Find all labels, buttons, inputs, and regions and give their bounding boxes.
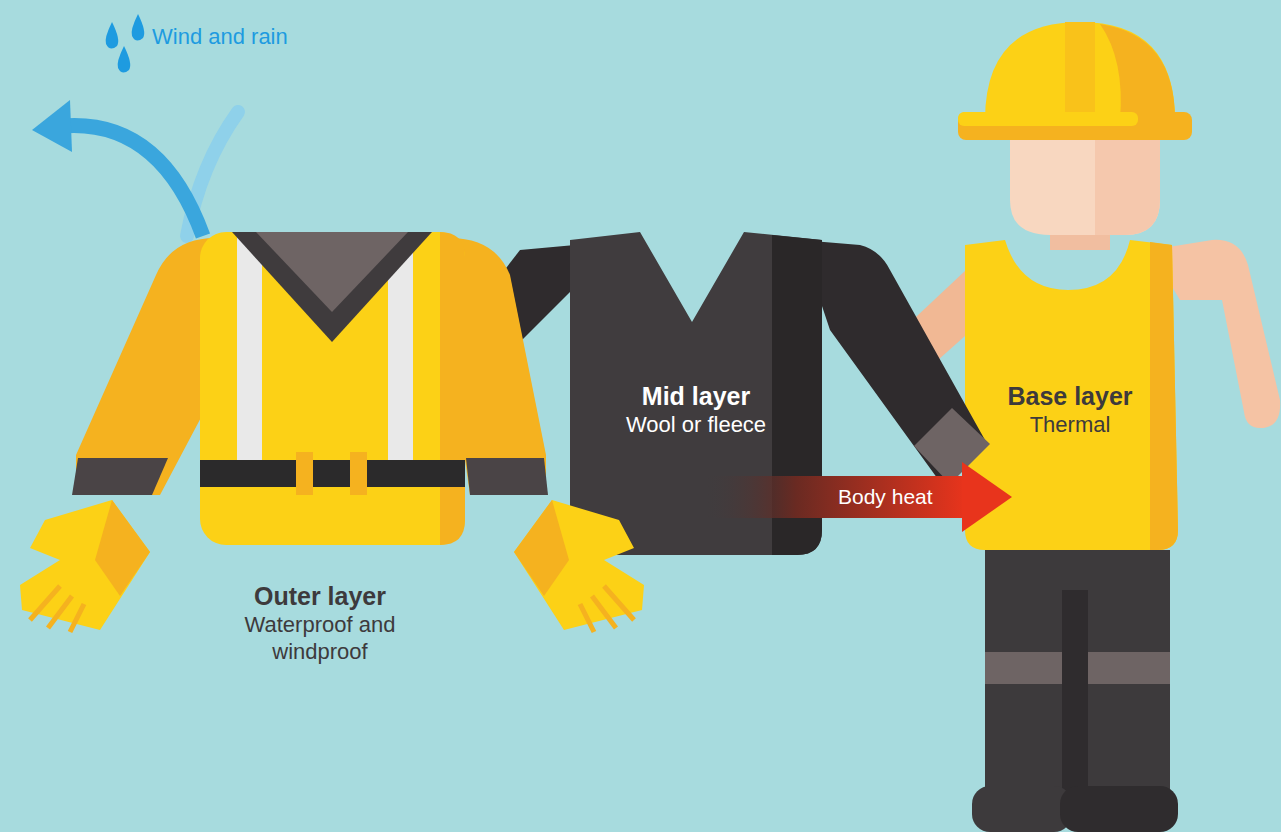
jacket-illustration-part — [232, 232, 432, 342]
glove-illustration-part — [514, 500, 569, 596]
worker-figure-part — [958, 112, 1192, 140]
heat-arrow-part — [705, 476, 965, 518]
worker-figure-part — [1062, 590, 1088, 800]
worker-figure-part — [958, 112, 1138, 126]
glove-illustration-part — [580, 586, 634, 632]
heat-arrow — [705, 462, 1012, 532]
jacket-illustration-part — [76, 238, 215, 495]
sweater-illustration-part — [914, 408, 990, 484]
wind-rain-symbol-part — [106, 22, 119, 49]
layer-description: Waterproof and windproof — [215, 611, 425, 665]
worker-figure-part — [1060, 786, 1178, 832]
wind-rain-symbol-part — [32, 100, 72, 152]
jacket-illustration-part — [200, 232, 465, 545]
heat-arrow-part — [962, 462, 1012, 532]
mid-layer-node: Mid layerWool or fleece — [570, 235, 822, 555]
glove-illustration-part — [95, 500, 150, 596]
jacket-illustration-part — [72, 458, 168, 495]
worker-figure-part — [1065, 22, 1095, 120]
worker-figure-part — [985, 22, 1175, 120]
wind-rain-label: Wind and rain — [152, 24, 288, 50]
wind-rain-symbol-part — [132, 14, 145, 41]
jacket-illustration-part — [440, 232, 465, 545]
jacket-illustration-part — [237, 232, 262, 462]
layer-heading: Outer layer — [254, 582, 386, 611]
jacket-illustration-part — [296, 452, 313, 495]
sweater-illustration — [458, 232, 990, 555]
wind-rain-symbol-part — [118, 46, 131, 73]
jacket-illustration-part — [256, 232, 408, 312]
jacket-illustration-part — [350, 452, 367, 495]
worker-figure-part — [972, 786, 1072, 832]
layer-heading: Base layer — [1007, 382, 1132, 411]
jacket-illustration-part — [466, 458, 548, 495]
outer-layer-node: Outer layerWaterproof and windproof — [75, 230, 565, 700]
base-layer-node: Base layerThermal — [960, 240, 1180, 550]
jacket-illustration — [72, 232, 548, 545]
layer-heading: Mid layer — [642, 382, 750, 411]
worker-figure-part — [1088, 652, 1170, 684]
jacket-illustration-part — [200, 460, 465, 487]
worker-figure-part — [1150, 242, 1178, 550]
worker-figure-part — [985, 550, 1170, 800]
wind-rain-symbol-part — [62, 125, 203, 236]
glove-illustration-part — [30, 586, 84, 632]
worker-figure-part — [1100, 24, 1175, 120]
layer-description: Wool or fleece — [626, 411, 766, 438]
worker-figure-part — [985, 652, 1062, 684]
body-heat-label: Body heat — [838, 485, 933, 509]
layer-description: Thermal — [1030, 411, 1111, 438]
